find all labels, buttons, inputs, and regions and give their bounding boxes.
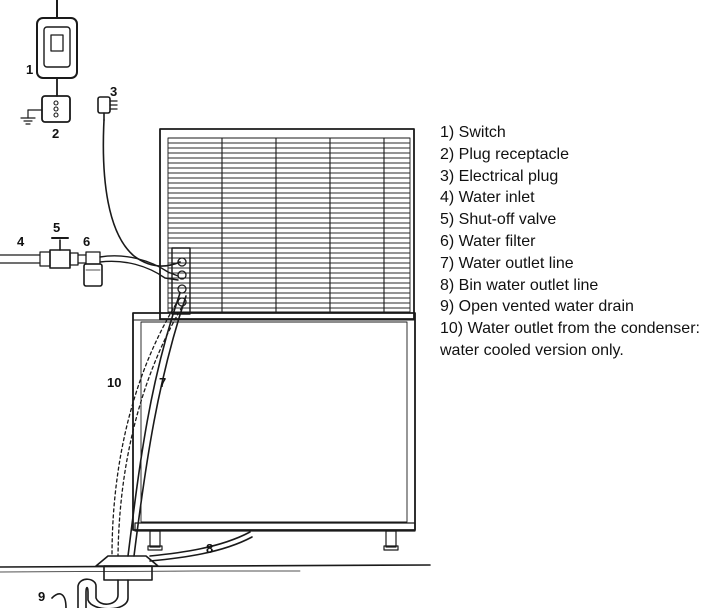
inlet-hose xyxy=(77,254,87,264)
wall-switch-icon xyxy=(36,0,78,97)
water-inlet-line xyxy=(0,251,51,267)
filter-to-panel-hose xyxy=(99,255,179,277)
legend-item: 5) Shut-off valve xyxy=(440,211,557,229)
callout-6: 6 xyxy=(83,234,90,249)
floor-line xyxy=(0,564,431,573)
condenser-grille xyxy=(159,128,415,320)
legend-item: 6) Water filter xyxy=(440,232,536,250)
water-outlet-line xyxy=(127,292,181,557)
legend-item: 2) Plug receptacle xyxy=(440,145,569,163)
callout-4: 4 xyxy=(17,234,25,249)
callout-3: 3 xyxy=(110,84,117,99)
power-cable xyxy=(102,119,181,267)
callout-5: 5 xyxy=(53,220,60,235)
legend-item: 4) Water inlet xyxy=(440,189,535,207)
legend-item: 3) Electrical plug xyxy=(440,167,559,185)
legend-item: 9) Open vented water drain xyxy=(440,298,634,316)
callout-labels: 1 2 3 4 5 6 7 8 9 10 xyxy=(17,62,213,604)
storage-bin xyxy=(132,312,416,551)
shut-off-valve-icon xyxy=(49,237,79,269)
callout-10: 10 xyxy=(107,375,121,390)
electrical-plug-icon xyxy=(97,96,118,121)
bin-outlet-line xyxy=(149,531,251,557)
callout-8: 8 xyxy=(206,541,213,556)
condenser-outlet-line xyxy=(111,303,177,557)
callout-2: 2 xyxy=(52,126,59,141)
callout-7: 7 xyxy=(159,375,166,390)
ground-symbol-icon xyxy=(20,109,43,125)
legend-list: 1) Switch 2) Plug receptacle 3) Electric… xyxy=(440,122,715,362)
callout-9: 9 xyxy=(38,589,45,604)
legend-item: 1) Switch xyxy=(440,124,506,141)
vented-drain-trap-icon xyxy=(51,555,159,608)
water-filter-icon xyxy=(83,251,103,287)
legend-item: 10) Water outlet from the condenser: wat… xyxy=(440,320,700,359)
legend-item: 7) Water outlet line xyxy=(440,254,574,272)
plug-receptacle-icon xyxy=(41,95,71,123)
callout-1: 1 xyxy=(26,62,33,77)
legend-item: 8) Bin water outlet line xyxy=(440,276,599,294)
